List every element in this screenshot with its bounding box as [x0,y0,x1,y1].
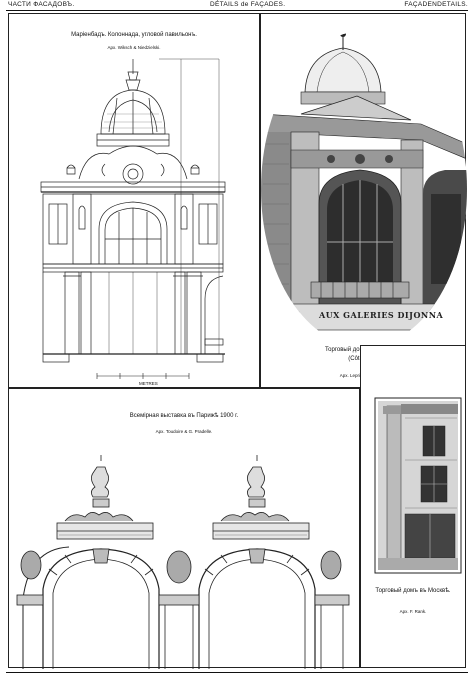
plate-marienbad-architect: Арх. Wiksch & Niedzielski. [107,45,161,50]
plate-moscow-architect: Арх. F. Rank. [399,609,427,614]
plate-paris-title: Всемірная выставка въ Парижѣ 1900 г. [129,413,239,419]
header-center: DÉTAILS de FAÇADES. [210,1,286,8]
header-rule [6,10,468,11]
paris-arches-drawing [16,455,350,669]
plate-moscow: Торговый домъ въ Москвѣ. Арх. F. Rank. [360,345,466,668]
dijon-shop-sign: AUX GALERIES DIJONNA [319,310,444,320]
moscow-facade-drawing [374,397,462,574]
plate-dijon: AUX GALERIES DIJONNA Торговый домъ въ Ди… [260,13,467,388]
plate-paris-1900: Всемірная выставка въ Парижѣ 1900 г. Арх… [8,388,360,669]
plate-moscow-title: Торговый домъ въ Москвѣ. [375,588,451,594]
dijon-facade-drawing [261,31,467,344]
footer-rule [6,672,468,673]
plate-marienbad: Маріенбадъ. Колоннада, угловой павильонъ… [8,13,260,388]
marienbad-elevation-drawing [40,58,226,379]
scale-unit: METRES [139,381,158,386]
plate-paris-architect: Арх. Toudoire & G. Pradelle. [155,429,213,434]
header-left: ЧАСТИ ФАСАДОВЪ. [8,1,75,8]
header-right: FAÇADENDETAILS. [404,1,468,8]
plate-marienbad-title: Маріенбадъ. Колоннада, угловой павильонъ… [71,32,197,38]
